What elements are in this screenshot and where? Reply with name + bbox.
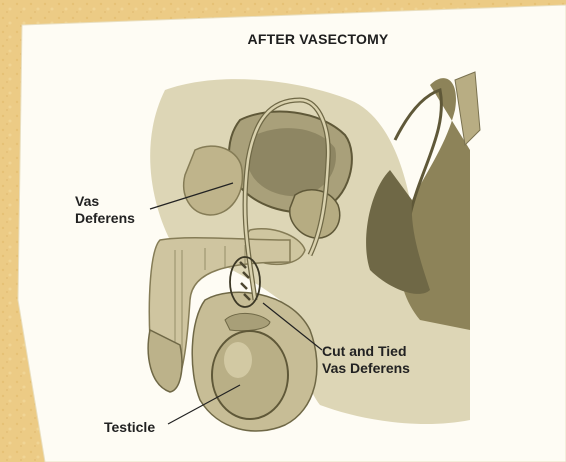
label-testicle: Testicle <box>104 419 155 436</box>
label-vas-deferens-line1: Vas <box>75 193 135 210</box>
label-vas-deferens-line2: Deferens <box>75 210 135 227</box>
label-cut-and-tied-line2: Vas Deferens <box>322 360 410 377</box>
label-cut-and-tied-line1: Cut and Tied <box>322 343 410 360</box>
testicle <box>212 331 288 419</box>
label-cut-and-tied: Cut and Tied Vas Deferens <box>322 343 410 377</box>
diagram-title: AFTER VASECTOMY <box>180 31 456 47</box>
label-vas-deferens: Vas Deferens <box>75 193 135 227</box>
testicle-highlight <box>224 342 252 378</box>
